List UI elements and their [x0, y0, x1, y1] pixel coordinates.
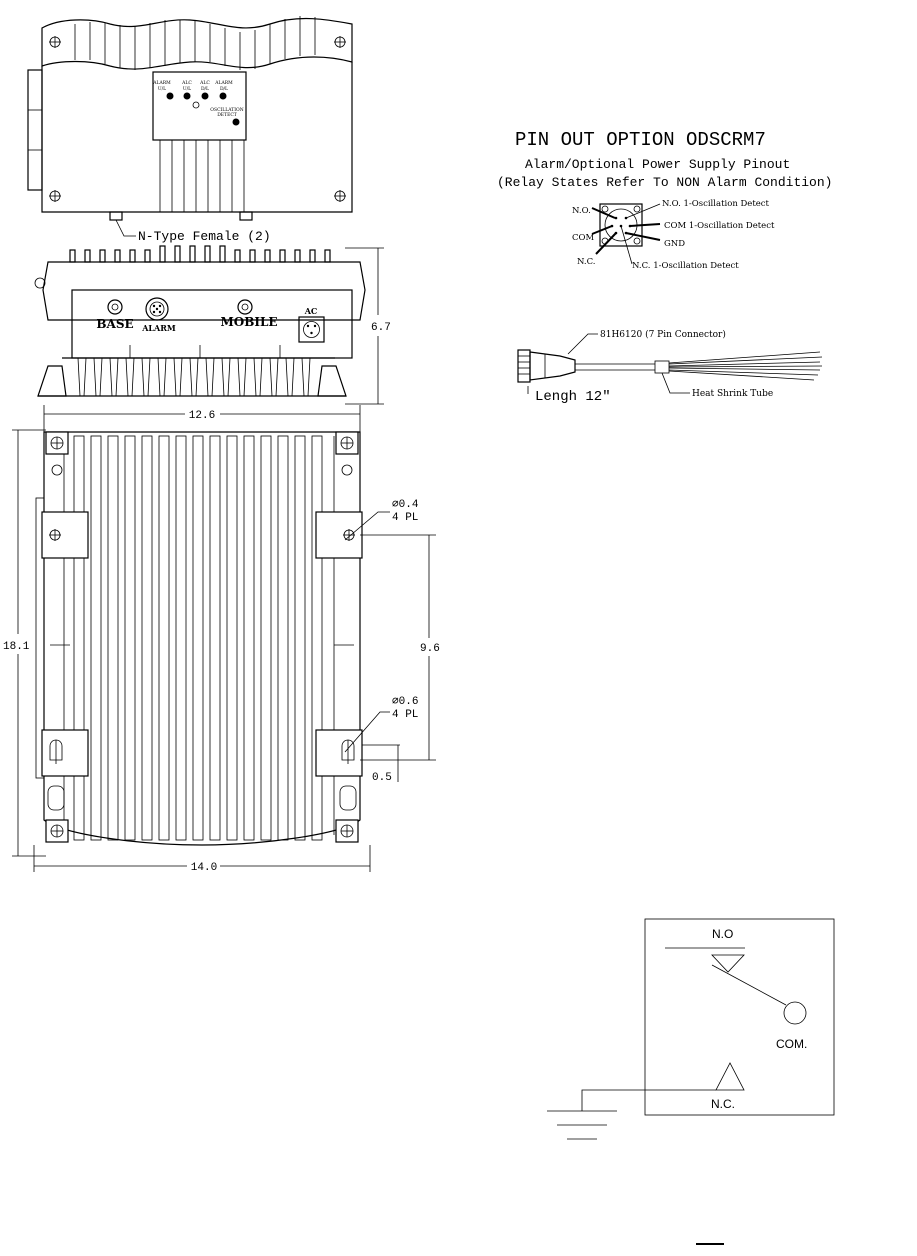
indicator-2-line2: U/L — [183, 86, 191, 92]
relay-com-label: COM. — [776, 1037, 807, 1051]
height-dim: 6.7 — [371, 322, 391, 334]
front-housing — [42, 261, 366, 321]
led-alarm-dl — [219, 92, 227, 100]
top-view: ALARM U/L ALC U/L ALC D/L ALARM D/L OSCI… — [27, 16, 353, 244]
front-top-fins — [69, 245, 331, 263]
cap-fins — [74, 16, 316, 70]
indicator-1-line1: ALARM — [152, 80, 171, 86]
pin-com: COM — [572, 233, 594, 243]
relay-frame — [644, 918, 835, 1116]
cable-wires — [668, 351, 823, 381]
pinout-subtitle-2: (Relay States Refer To NON Alarm Conditi… — [497, 175, 832, 190]
small-hole-dim: ⌀0.4 — [392, 499, 419, 511]
cable-plug-body — [529, 351, 576, 381]
pin-nc: N.C. — [577, 257, 596, 267]
heat-shrink-label: Heat Shrink Tube — [692, 389, 773, 399]
oscillation-label-2: DETECT — [217, 112, 237, 118]
foot-right — [317, 365, 347, 397]
ac-label: AC — [304, 306, 318, 316]
ground-icon — [547, 1110, 617, 1140]
large-hole-dim: ⌀0.6 — [392, 696, 418, 708]
mobile-label: MOBILE — [220, 315, 277, 329]
led-alc-dl — [201, 92, 209, 100]
pin-nc1: N.C. 1-Oscillation Detect — [632, 261, 739, 271]
heatsink-cap — [41, 17, 353, 70]
pin-no: N.O. — [572, 206, 591, 216]
pin-gnd: GND — [664, 239, 685, 249]
n-connector-left — [109, 211, 123, 221]
indicator-2-line1: ALC — [181, 80, 192, 86]
relay-schematic: N.O COM. N.C. — [547, 918, 835, 1140]
mount-brackets — [41, 511, 363, 777]
nc-contact-icon — [715, 1062, 745, 1091]
pin-com1: COM 1-Oscillation Detect — [664, 221, 775, 231]
base-label: BASE — [96, 317, 133, 331]
bottom-fins — [73, 435, 323, 841]
base-connector — [107, 299, 123, 315]
n-type-note: N-Type Female (2) — [138, 229, 271, 244]
side-bracket — [27, 69, 43, 191]
mobile-connector — [237, 299, 253, 315]
no-contact-icon — [711, 954, 745, 973]
mount-ear — [34, 277, 46, 289]
width-bottom-dim: 14.0 — [191, 862, 217, 874]
side-rail — [35, 497, 45, 779]
cable-length-label: Lengh 12" — [535, 389, 611, 405]
hole-spacing-dim: 9.6 — [420, 643, 440, 655]
pinout-title: PIN OUT OPTION ODSCRM7 — [515, 129, 766, 151]
relay-nc-label: N.C. — [711, 1097, 735, 1111]
foot-left — [37, 365, 67, 397]
height-total-dim: 18.1 — [3, 641, 30, 653]
com-terminal-icon — [783, 1001, 807, 1025]
cable-connector-label: 81H6120 (7 Pin Connector) — [600, 329, 726, 340]
n-connector-right — [239, 211, 253, 221]
led-alc-ul — [183, 92, 191, 100]
heat-shrink-tube — [654, 360, 670, 374]
indicator-4-line1: ALARM — [214, 80, 233, 86]
led-alarm-ul — [166, 92, 174, 100]
width-top-dim: 12.6 — [189, 410, 215, 422]
oscillation-label-1: OSCILLATION — [210, 107, 243, 113]
indicator-4-line2: D/L — [220, 86, 228, 92]
panel-fins — [159, 140, 245, 212]
cable-plug-nut — [517, 349, 531, 383]
pinout-subtitle-1: Alarm/Optional Power Supply Pinout — [525, 157, 790, 172]
indicator-panel — [152, 71, 247, 141]
front-view: BASE ALARM MOBILE AC — [34, 245, 391, 405]
alarm-label: ALARM — [141, 323, 176, 333]
edge-offset-dim: 0.5 — [372, 772, 392, 784]
led-oscillation — [232, 118, 240, 126]
front-bottom-fins — [77, 357, 311, 397]
alarm-connector — [145, 297, 169, 321]
indicator-3-line1: ALC — [199, 80, 210, 86]
bottom-housing — [43, 431, 361, 846]
cable-section: 81H6120 (7 Pin Connector) Lengh 12" Heat… — [517, 329, 823, 405]
pin-no1: N.O. 1-Oscillation Detect — [662, 199, 770, 209]
indicator-1-line2: U/L — [158, 86, 166, 92]
cap-holes — [49, 36, 346, 48]
reset-button-icon — [192, 101, 200, 109]
corner-screws — [45, 431, 359, 843]
pinout-section: PIN OUT OPTION ODSCRM7 Alarm/Optional Po… — [497, 129, 832, 271]
ac-connector — [298, 316, 325, 343]
bottom-view: 12.6 — [3, 405, 440, 874]
large-hole-qty: 4 PL — [392, 709, 418, 721]
relay-no-label: N.O — [712, 927, 733, 941]
indicator-3-line2: D/L — [201, 86, 209, 92]
small-hole-qty: 4 PL — [392, 512, 418, 524]
